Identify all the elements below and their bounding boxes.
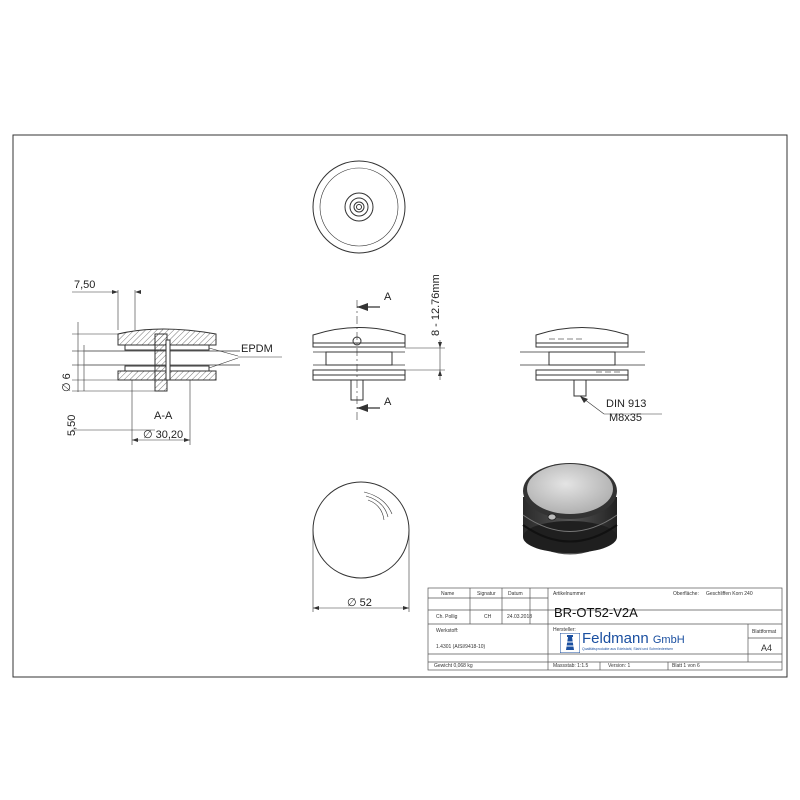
din-label-line2: M8x35 <box>609 412 643 424</box>
din-label-line1: DIN 913 <box>606 398 647 410</box>
dim-diameter-30-20: ∅ 30,20 <box>143 429 184 441</box>
dim-width-7-50: 7,50 <box>74 279 96 291</box>
din-leader-arrow <box>580 396 588 403</box>
epdm-label: EPDM <box>241 343 273 355</box>
section-view-a-a <box>72 290 282 445</box>
tb-article-number: BR-OT52-V2A <box>554 605 638 620</box>
front-view-arrows <box>357 303 442 412</box>
tb-material-value: 1.4301 (AISI/9418-10) <box>436 644 486 650</box>
tb-scale: Massstab: 1:1.5 <box>553 663 589 669</box>
bottom-view <box>312 481 410 612</box>
tb-surface-label: Oberfläche: <box>673 591 699 597</box>
tb-article-number-label: Artikelnummer <box>553 591 586 597</box>
bottom-view-arrows <box>313 606 409 610</box>
company-logo: Feldmann GmbH Qualitätsprodukte aus Edel… <box>560 630 710 655</box>
tb-col-signature: Signatur <box>477 591 496 597</box>
company-name: Feldmann GmbH <box>582 630 685 647</box>
company-suffix: GmbH <box>652 634 685 646</box>
tb-sheet-format: A4 <box>761 643 773 653</box>
tb-sheet-of: Blatt 1 von 6 <box>672 663 700 669</box>
cut-a-bottom-label: A <box>384 396 392 408</box>
tb-col-name: Name <box>441 591 455 597</box>
section-dimension-arrows <box>112 290 190 442</box>
dim-diameter-52: ∅ 52 <box>347 597 372 609</box>
tb-col-date: Datum <box>508 591 523 597</box>
front-view <box>312 300 445 420</box>
dim-height-range: 8 - 12.76mm <box>430 274 442 336</box>
cut-a-top-label: A <box>384 291 392 303</box>
side-view <box>520 327 662 415</box>
tb-signature: CH <box>484 614 492 620</box>
top-view <box>312 160 406 254</box>
dim-height-5-50: 5,50 <box>66 414 78 436</box>
tb-surface-value: Geschliffen Korn 240 <box>706 591 753 597</box>
dim-diameter-6: ∅ 6 <box>61 373 73 392</box>
title-block <box>427 587 783 671</box>
product-render <box>522 463 618 555</box>
tb-sheet-format-label: Blattformat <box>752 629 777 635</box>
tb-weight: Gewicht 0,068 kg <box>434 663 473 669</box>
lighthouse-icon <box>560 633 580 653</box>
section-label: A-A <box>154 410 173 422</box>
tb-drawn-by: Ch. Pollig <box>436 614 458 620</box>
tb-version: Version: 1 <box>608 663 631 669</box>
company-tagline: Qualitätsprodukte aus Edelstahl, Stahl u… <box>582 647 674 651</box>
tb-date: 24.03.2018 <box>507 614 533 620</box>
tb-manufacturer-label: Hersteller: <box>553 627 576 633</box>
tb-material-label: Werkstoff: <box>436 628 459 634</box>
drawing-frame <box>12 134 788 678</box>
